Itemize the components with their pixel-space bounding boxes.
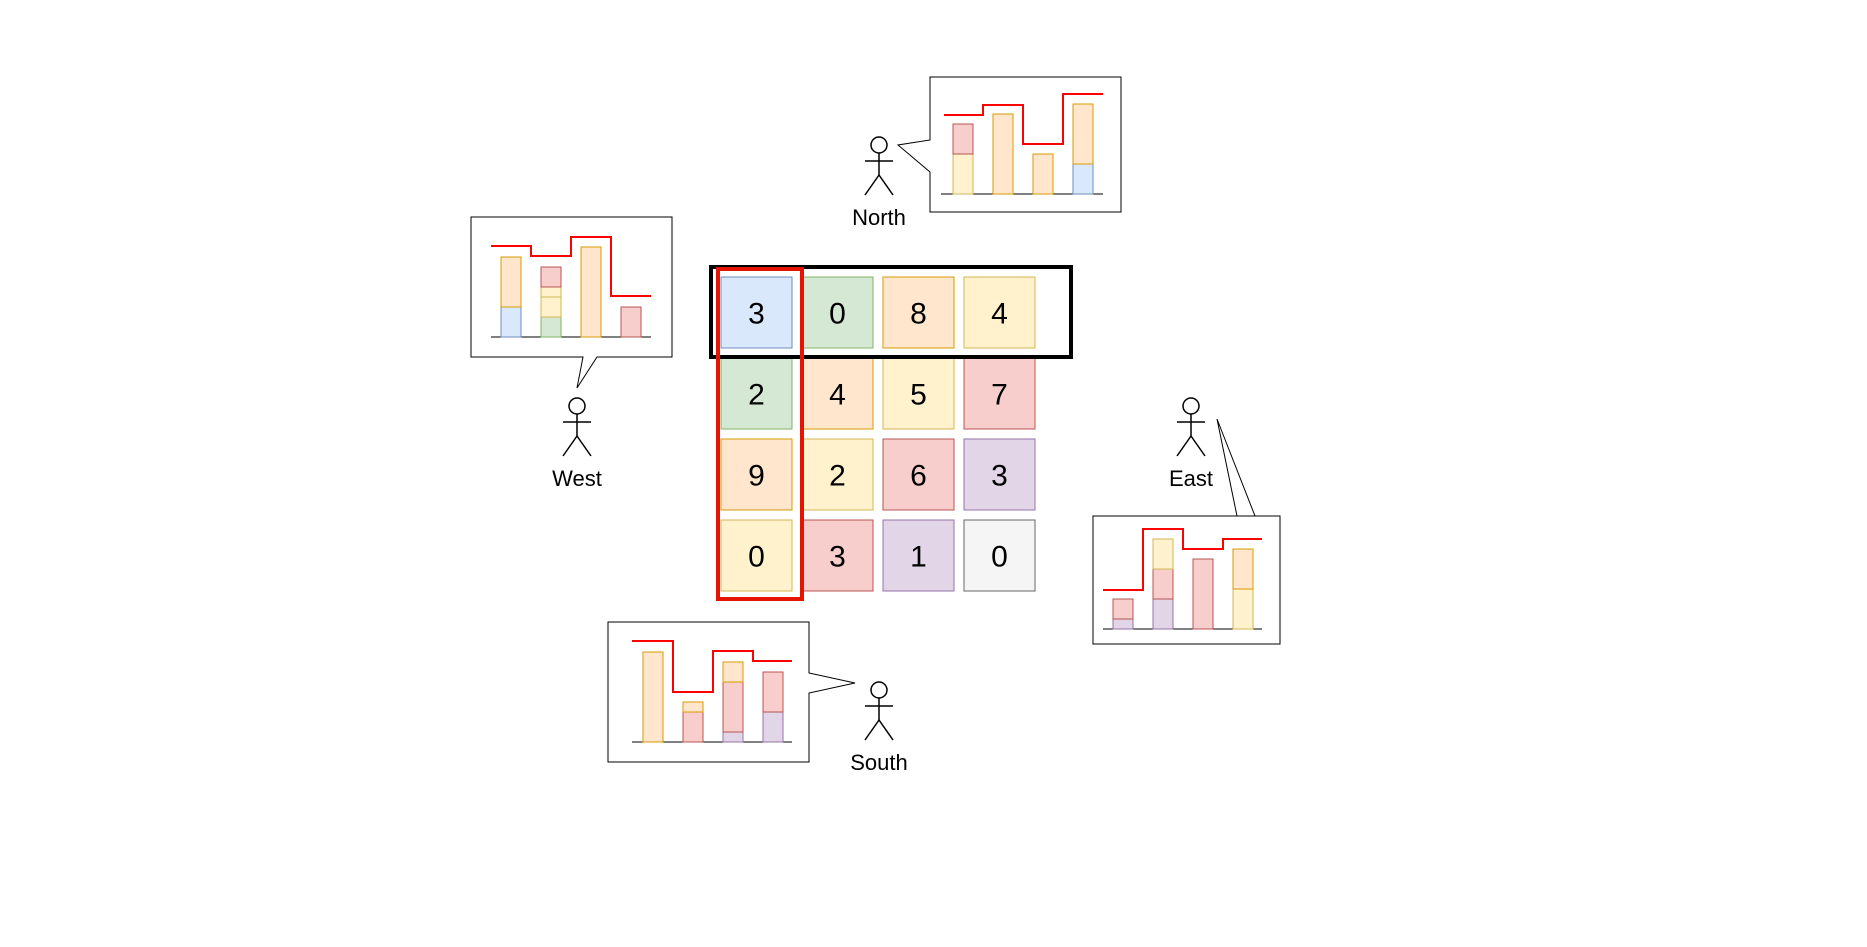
mini-bar-segment: [1152, 538, 1174, 570]
observer-label-west: West: [552, 466, 602, 491]
grid-cell-value: 0: [829, 298, 846, 331]
grid-cell: [801, 438, 874, 511]
mini-bar-segment: [762, 671, 784, 713]
grid-cell: [720, 438, 793, 511]
observer-label-north: North: [852, 205, 906, 230]
person-south-icon: [864, 681, 894, 741]
mini-bar-segment: [1072, 163, 1094, 195]
mini-bar-segment: [1152, 598, 1174, 630]
mini-bar-segment: [1152, 568, 1174, 600]
highlight-row-frame: [709, 265, 1073, 359]
mini-bar-segment: [620, 306, 642, 338]
skyline-line: [1103, 528, 1262, 591]
mini-bar-segment: [540, 266, 562, 288]
mini-bar-segment: [682, 701, 704, 713]
grid-cell-value: 2: [829, 460, 846, 493]
mini-bar-segment: [580, 246, 602, 338]
grid-cell: [801, 357, 874, 430]
grid-cell-value: 3: [991, 460, 1008, 493]
grid-cell: [720, 357, 793, 430]
stick-leg: [878, 719, 894, 741]
observer-label-south: South: [850, 750, 908, 775]
grid-cell-value: 2: [748, 379, 765, 412]
stick-head: [1182, 397, 1200, 415]
grid-cell: [720, 276, 793, 349]
grid-cell: [882, 357, 955, 430]
grid-cell-value: 3: [829, 541, 846, 574]
highlight-column-frame: [716, 267, 804, 601]
grid-cell-value: 7: [991, 379, 1008, 412]
grid-cell: [720, 519, 793, 592]
mini-bar-segment: [540, 316, 562, 338]
grid-cell: [963, 519, 1036, 592]
grid-cell-value: 4: [829, 379, 846, 412]
mini-bar-segment: [722, 661, 744, 683]
grid-cell-value: 5: [910, 379, 927, 412]
mini-bar-segment: [762, 711, 784, 743]
stick-leg: [864, 719, 880, 741]
stick-leg: [562, 435, 578, 457]
person-north-icon: [864, 136, 894, 196]
stick-head: [568, 397, 586, 415]
mini-bar-segment: [992, 113, 1014, 195]
mini-bar-segment: [500, 306, 522, 338]
grid-cell: [801, 276, 874, 349]
grid-cell: [882, 519, 955, 592]
stick-head: [870, 681, 888, 699]
stick-leg: [1176, 435, 1192, 457]
grid-cell: [882, 276, 955, 349]
mini-bar-segment: [540, 296, 562, 318]
observer-label-east: East: [1169, 466, 1213, 491]
stick-leg: [864, 174, 880, 196]
skyline-line: [632, 640, 792, 693]
grid-cell: [882, 438, 955, 511]
mini-bar-segment: [1112, 618, 1134, 630]
mini-bar-segment: [500, 256, 522, 308]
grid-cell: [801, 519, 874, 592]
grid-cell: [963, 357, 1036, 430]
stick-leg: [576, 435, 592, 457]
grid-cell-value: 6: [910, 460, 927, 493]
mini-bar-segment: [1232, 548, 1254, 590]
mini-bar-segment: [722, 731, 744, 743]
mini-bar-segment: [540, 286, 562, 298]
grid-cell-value: 8: [910, 298, 927, 331]
grid-cell-value: 0: [748, 541, 765, 574]
grid-cell-value: 4: [991, 298, 1008, 331]
grid-cell-value: 9: [748, 460, 765, 493]
mini-bar-segment: [682, 711, 704, 743]
person-west-icon: [562, 397, 592, 457]
mini-bar-segment: [1232, 588, 1254, 630]
mini-bar-segment: [952, 153, 974, 195]
mini-bar-segment: [642, 651, 664, 743]
mini-bar-segment: [1192, 558, 1214, 630]
person-east-icon: [1176, 397, 1206, 457]
grid-cell-value: 0: [991, 541, 1008, 574]
mini-bar-segment: [952, 123, 974, 155]
mini-bar-segment: [1112, 598, 1134, 620]
mini-bar-segment: [722, 681, 744, 733]
mini-bar-segment: [1072, 103, 1094, 165]
stick-leg: [1190, 435, 1206, 457]
skyline-line: [491, 236, 651, 297]
stick-leg: [878, 174, 894, 196]
stick-head: [870, 136, 888, 154]
grid-cell: [963, 276, 1036, 349]
grid-cell: [963, 438, 1036, 511]
skyline-line: [944, 93, 1103, 145]
grid-cell-value: 3: [748, 298, 765, 331]
grid-cell-value: 1: [910, 541, 927, 574]
mini-bar-segment: [1032, 153, 1054, 195]
